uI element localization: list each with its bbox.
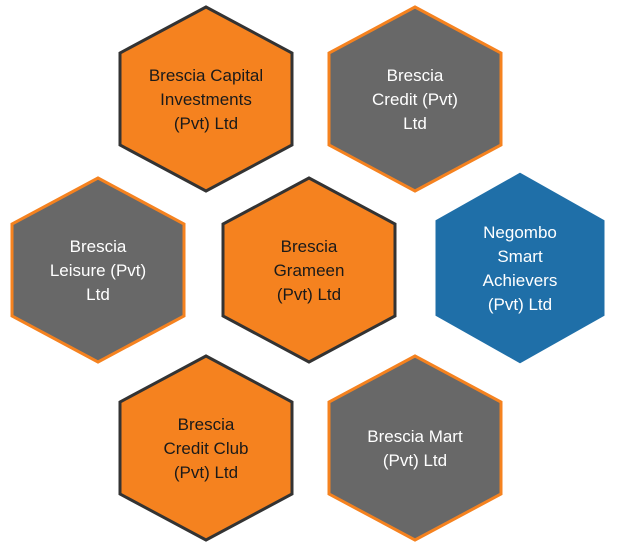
hexagon-label-line: Credit Club <box>163 439 248 458</box>
hexagon-label-line: Brescia <box>387 66 444 85</box>
hexagon-shape <box>327 354 503 542</box>
hexagon-shape <box>327 5 503 193</box>
hexagon-label-line: Achievers <box>483 271 558 290</box>
hexagon-label-line: Ltd <box>403 114 427 133</box>
hexagon-shape <box>118 5 294 193</box>
hexagon-label-line: (Pvt) Ltd <box>488 295 552 314</box>
hexagon-label-line: Brescia <box>281 237 338 256</box>
hexagon-label-line: (Pvt) Ltd <box>174 114 238 133</box>
hexagon-shape <box>118 354 294 542</box>
hexagon-label-line: Credit (Pvt) <box>372 90 458 109</box>
hexagon-shape <box>10 176 186 364</box>
hexagon-shape <box>221 176 397 364</box>
hexagon-shape <box>432 169 608 367</box>
hexagon-label-line: (Pvt) Ltd <box>383 451 447 470</box>
hexagon-label-line: Smart <box>497 247 543 266</box>
hexagon-label-line: Brescia <box>178 415 235 434</box>
hexagon-label-line: (Pvt) Ltd <box>277 285 341 304</box>
hexagon-label-line: Grameen <box>274 261 345 280</box>
hexagon-label-line: Investments <box>160 90 252 109</box>
hexagon-label-line: Brescia <box>70 237 127 256</box>
hexagon-label: Brescia Mart (Pvt) Ltd <box>367 427 463 470</box>
hexagon-brescia-mart: Brescia Mart (Pvt) Ltd <box>327 354 503 542</box>
hexagon-label-line: (Pvt) Ltd <box>174 463 238 482</box>
hexagon-label-line: Negombo <box>483 223 557 242</box>
hexagon-label-line: Brescia Capital <box>149 66 263 85</box>
hexagon-label-line: Ltd <box>86 285 110 304</box>
hexagon-label-line: Brescia Mart <box>367 427 463 446</box>
hexagon-label-line: Leisure (Pvt) <box>50 261 146 280</box>
